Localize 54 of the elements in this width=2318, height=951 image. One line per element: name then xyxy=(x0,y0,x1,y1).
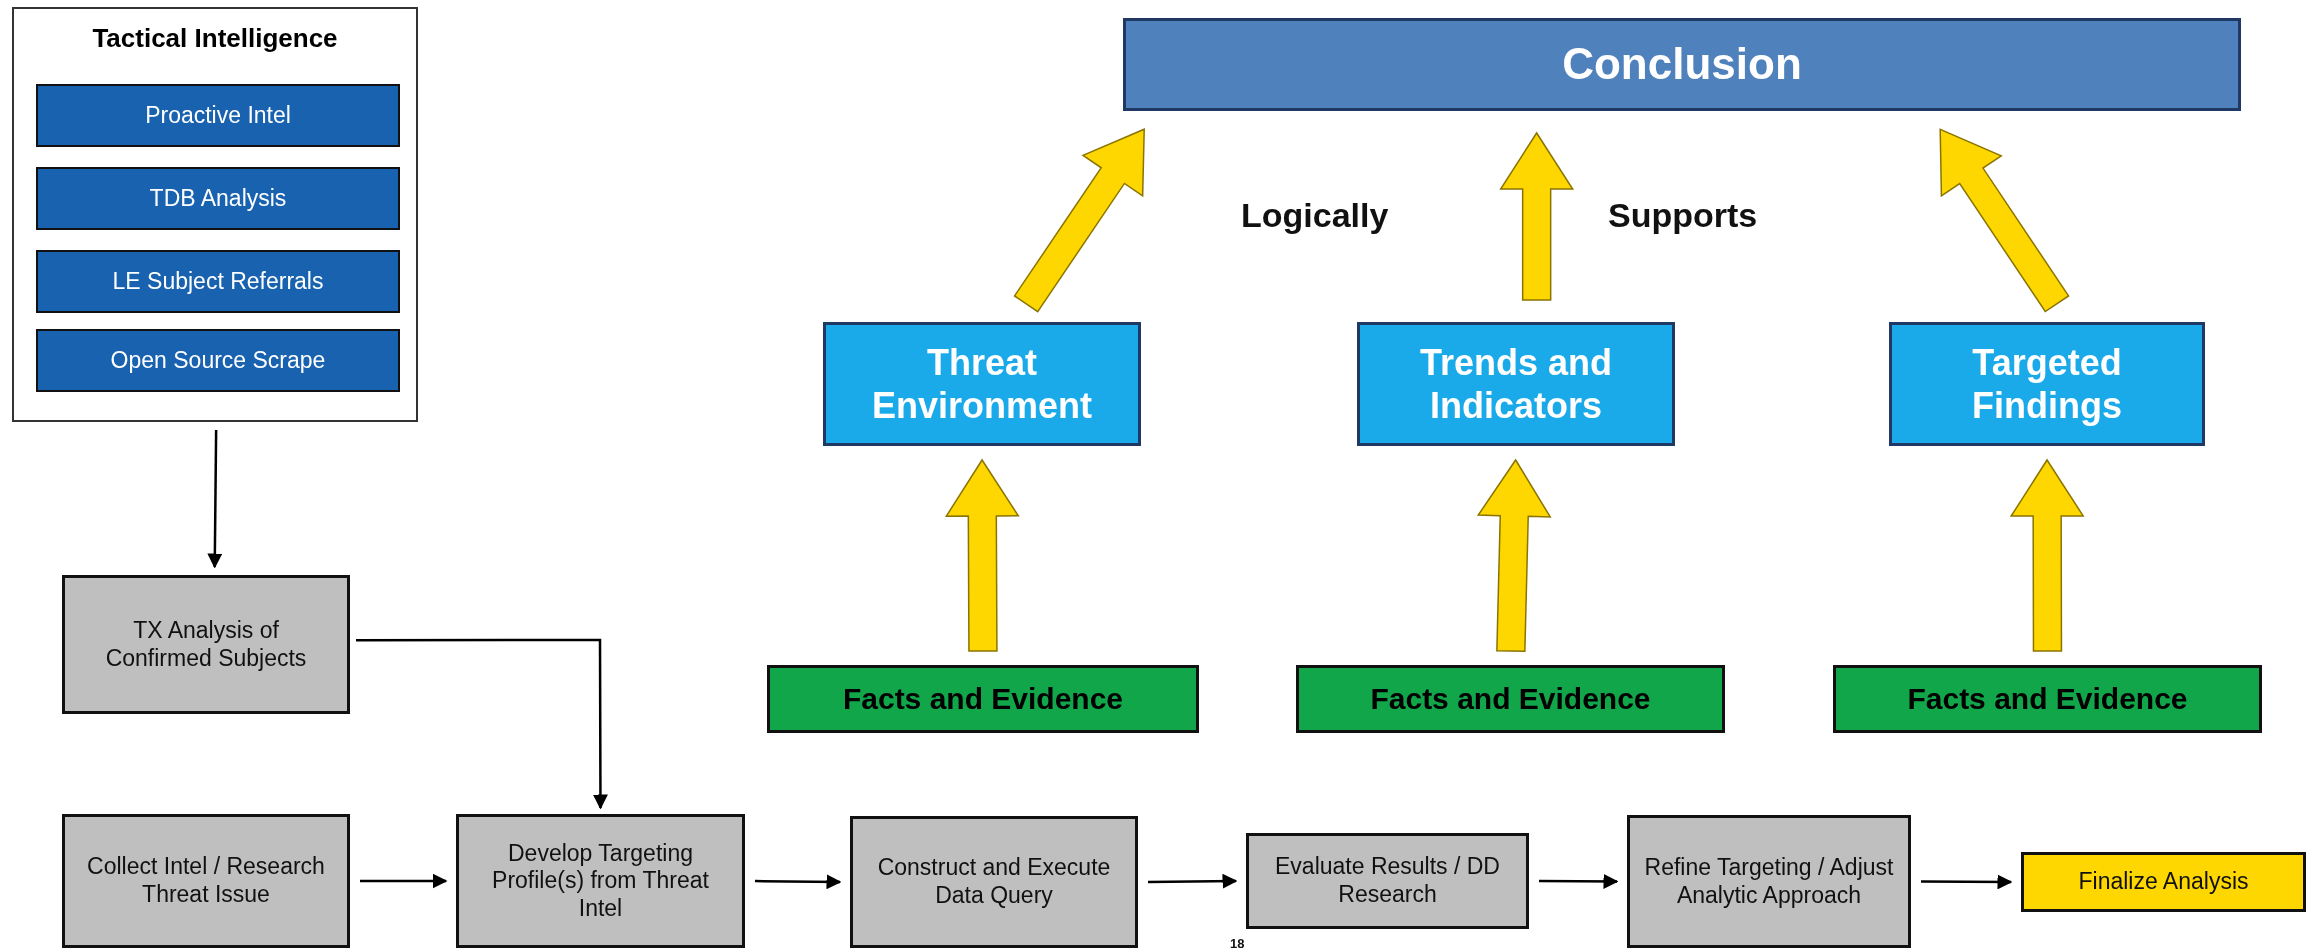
arrow xyxy=(1921,874,2013,890)
list-box xyxy=(36,84,400,147)
arrow xyxy=(356,638,608,810)
box-text: Trends and Indicators xyxy=(1418,340,1613,428)
box-text: Open Source Scrape xyxy=(110,346,326,375)
evidence-box xyxy=(767,665,1199,733)
box-text: Facts and Evidence xyxy=(1370,681,1651,717)
block-arrow xyxy=(1013,128,1145,313)
arrow xyxy=(755,874,842,890)
box-text: Finalize Analysis xyxy=(2078,868,2249,896)
block-arrow xyxy=(1476,458,1552,653)
box-text: TX Analysis of Confirmed Subjects xyxy=(104,616,308,673)
box-text: Threat Environment xyxy=(871,340,1093,428)
box-text: Targeted Findings xyxy=(1971,340,2123,428)
list-box xyxy=(36,250,400,313)
list-box xyxy=(36,167,400,230)
process-box xyxy=(62,575,350,714)
annotation-text: Logically xyxy=(1241,196,1389,235)
group-panel xyxy=(12,7,418,422)
conclusion-box xyxy=(1123,18,2241,111)
box-text: Develop Targeting Profile(s) from Threat Intel xyxy=(491,839,710,923)
arrow xyxy=(1539,873,1619,889)
arrow xyxy=(360,873,448,889)
panel-heading: Tactical Intelligence xyxy=(92,23,338,55)
box-text: Evaluate Results / DD Research xyxy=(1274,853,1501,909)
evidence-box xyxy=(1833,665,2262,733)
box-text: Facts and Evidence xyxy=(1907,681,2188,717)
block-arrow xyxy=(2009,458,2085,652)
block-arrow xyxy=(944,458,1020,652)
block-arrow xyxy=(1939,128,2070,313)
process-box xyxy=(2021,852,2306,912)
block-arrow xyxy=(1499,131,1575,301)
process-box xyxy=(62,814,350,948)
category-box xyxy=(1357,322,1675,446)
process-box xyxy=(850,816,1138,948)
box-text: LE Subject Referrals xyxy=(112,267,324,296)
box-text: Construct and Execute Data Query xyxy=(876,854,1112,910)
category-box xyxy=(1889,322,2205,446)
box-text: Proactive Intel xyxy=(145,101,291,130)
process-box xyxy=(1627,815,1911,948)
process-box xyxy=(1246,833,1529,929)
box-text: Conclusion xyxy=(1562,38,1802,91)
process-box xyxy=(456,814,745,948)
list-box xyxy=(36,329,400,392)
box-text: Facts and Evidence xyxy=(842,681,1124,717)
evidence-box xyxy=(1296,665,1725,733)
arrow xyxy=(1148,873,1238,889)
box-text: TDB Analysis xyxy=(149,184,287,213)
box-text: Refine Targeting / Adjust Analytic Approach xyxy=(1643,853,1895,910)
page-number: 18 xyxy=(1230,936,1245,951)
category-box xyxy=(823,322,1141,446)
arrow xyxy=(207,430,223,569)
box-text: Collect Intel / Research Threat Issue xyxy=(86,853,326,909)
annotation-text: Supports xyxy=(1608,196,1758,235)
